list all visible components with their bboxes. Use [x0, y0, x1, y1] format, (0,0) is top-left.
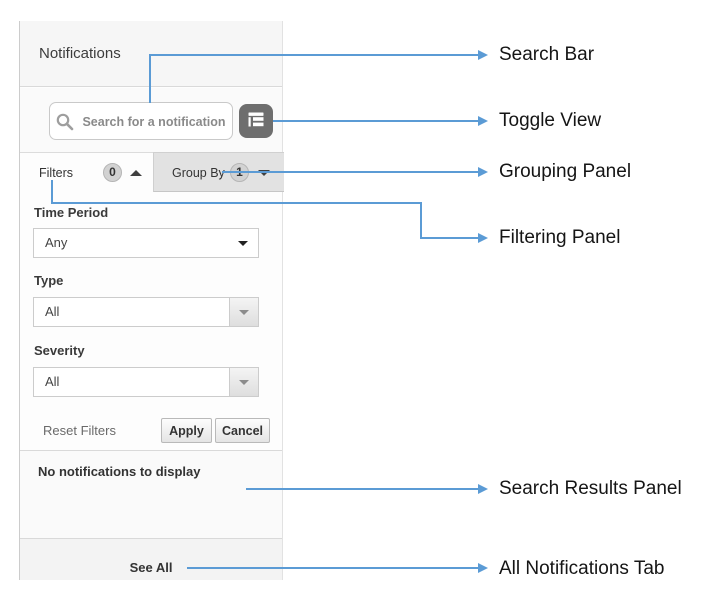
- cancel-button[interactable]: Cancel: [215, 418, 270, 443]
- severity-select[interactable]: All: [33, 367, 259, 397]
- severity-dropdown-button[interactable]: [229, 368, 258, 396]
- callout-label-all-notifications-tab: All Notifications Tab: [499, 558, 665, 579]
- search-section: [20, 88, 282, 152]
- severity-label: Severity: [34, 343, 85, 358]
- type-dropdown-button[interactable]: [229, 298, 258, 326]
- callout-line-toggle-view: [273, 120, 478, 122]
- callout-line-search-results-panel: [246, 488, 478, 490]
- callout-line-filtering-panel: [420, 202, 422, 239]
- filters-tab-label: Filters: [39, 166, 74, 180]
- dropdown-caret-icon: [239, 310, 249, 315]
- tab-filters[interactable]: Filters 0: [20, 152, 153, 192]
- callout-arrow-search-bar: [478, 50, 488, 60]
- time-period-select[interactable]: Any: [33, 228, 259, 258]
- callout-label-toggle-view: Toggle View: [499, 110, 602, 131]
- search-bar[interactable]: [49, 102, 233, 140]
- panel-title: Notifications: [39, 45, 121, 62]
- reset-filters-link[interactable]: Reset Filters: [43, 423, 116, 438]
- search-input[interactable]: [77, 105, 231, 139]
- callout-line-search-bar: [149, 54, 478, 56]
- time-period-value: Any: [45, 235, 68, 250]
- panel-footer: See All: [20, 538, 282, 580]
- callout-line-filtering-panel: [420, 237, 478, 239]
- callout-line-filtering-panel: [51, 202, 422, 204]
- notifications-panel: Notifications: [19, 21, 284, 580]
- select-caret-icon: [238, 241, 248, 246]
- chevron-down-icon: [258, 170, 270, 176]
- apply-button[interactable]: Apply: [161, 418, 212, 443]
- callout-label-filtering-panel: Filtering Panel: [499, 227, 621, 248]
- filtering-panel-body: Time Period Any Type All Severity All Re…: [20, 192, 282, 450]
- tree-list-icon: [247, 112, 265, 130]
- callout-label-search-results-panel: Search Results Panel: [499, 478, 682, 499]
- search-icon: [55, 112, 75, 132]
- callout-arrow-toggle-view: [478, 116, 488, 126]
- type-value: All: [45, 304, 60, 319]
- type-label: Type: [34, 273, 64, 288]
- chevron-up-icon: [130, 170, 142, 176]
- callout-line-all-notifications-tab: [187, 567, 478, 569]
- callout-label-search-bar: Search Bar: [499, 44, 595, 65]
- toggle-view-button[interactable]: [239, 104, 273, 138]
- callout-line-search-bar: [149, 55, 151, 103]
- callout-arrow-all-notifications-tab: [478, 563, 488, 573]
- callout-label-grouping-panel: Grouping Panel: [499, 161, 632, 182]
- type-select[interactable]: All: [33, 297, 259, 327]
- group-by-tab-label: Group By: [172, 166, 225, 180]
- callout-line-grouping-panel: [222, 171, 478, 173]
- search-results-panel: No notifications to display: [20, 450, 282, 538]
- time-period-label: Time Period: [34, 205, 109, 220]
- callout-arrow-filtering-panel: [478, 233, 488, 243]
- callout-arrow-grouping-panel: [478, 167, 488, 177]
- callout-line-filtering-panel: [51, 180, 53, 204]
- severity-value: All: [45, 374, 60, 389]
- callout-arrow-search-results-panel: [478, 484, 488, 494]
- dropdown-caret-icon: [239, 380, 249, 385]
- see-all-tab[interactable]: See All: [129, 560, 173, 575]
- filters-count-badge: 0: [103, 163, 122, 182]
- empty-results-message: No notifications to display: [38, 464, 201, 479]
